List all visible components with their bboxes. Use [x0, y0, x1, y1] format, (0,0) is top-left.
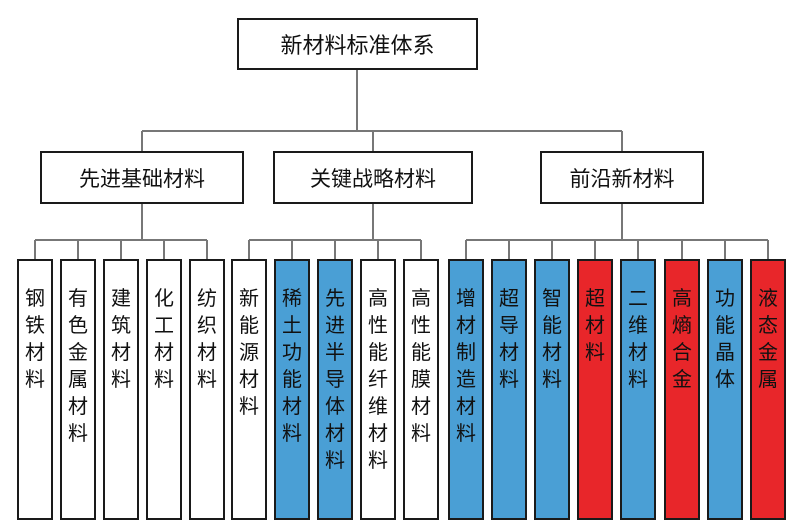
leaf-node-0-4: 纺织材料 [189, 259, 225, 520]
leaf-label: 增材制造材料 [456, 286, 476, 445]
leaf-node-0-0: 钢铁材料 [17, 259, 53, 520]
leaf-node-0-2: 建筑材料 [103, 259, 139, 520]
leaf-label: 高性能膜材料 [411, 286, 431, 445]
leaf-node-1-2: 先进半导体材料 [317, 259, 353, 520]
leaf-label: 智能材料 [542, 286, 562, 391]
leaf-node-2-5: 高熵合金 [664, 259, 700, 520]
leaf-label: 超导材料 [499, 286, 519, 391]
leaf-node-2-4: 二维材料 [620, 259, 656, 520]
leaf-node-1-1: 稀土功能材料 [274, 259, 310, 520]
root-node: 新材料标准体系 [237, 18, 478, 70]
leaf-node-2-7: 液态金属 [750, 259, 786, 520]
category-node-strategic: 关键战略材料 [273, 151, 473, 204]
leaf-label: 稀土功能材料 [282, 286, 302, 445]
leaf-label: 建筑材料 [111, 286, 131, 391]
category-node-basic: 先进基础材料 [40, 151, 244, 204]
leaf-node-2-6: 功能晶体 [707, 259, 743, 520]
leaf-label: 化工材料 [154, 286, 174, 391]
leaf-label: 高熵合金 [672, 286, 692, 391]
leaf-label: 先进半导体材料 [325, 286, 345, 472]
leaf-label: 二维材料 [628, 286, 648, 391]
leaf-node-1-0: 新能源材料 [231, 259, 267, 520]
leaf-label: 钢铁材料 [25, 286, 45, 391]
leaf-label: 有色金属材料 [68, 286, 88, 445]
leaf-label: 高性能纤维材料 [368, 286, 388, 472]
leaf-label: 液态金属 [758, 286, 778, 391]
category-node-frontier: 前沿新材料 [540, 151, 704, 204]
leaf-label: 新能源材料 [239, 286, 259, 418]
leaf-node-2-0: 增材制造材料 [448, 259, 484, 520]
leaf-node-2-2: 智能材料 [534, 259, 570, 520]
leaf-node-0-1: 有色金属材料 [60, 259, 96, 520]
leaf-node-2-1: 超导材料 [491, 259, 527, 520]
leaf-node-0-3: 化工材料 [146, 259, 182, 520]
leaf-node-1-3: 高性能纤维材料 [360, 259, 396, 520]
leaf-label: 功能晶体 [715, 286, 735, 391]
leaf-node-1-4: 高性能膜材料 [403, 259, 439, 520]
leaf-label: 纺织材料 [197, 286, 217, 391]
leaf-node-2-3: 超材料 [577, 259, 613, 520]
leaf-label: 超材料 [585, 286, 605, 364]
